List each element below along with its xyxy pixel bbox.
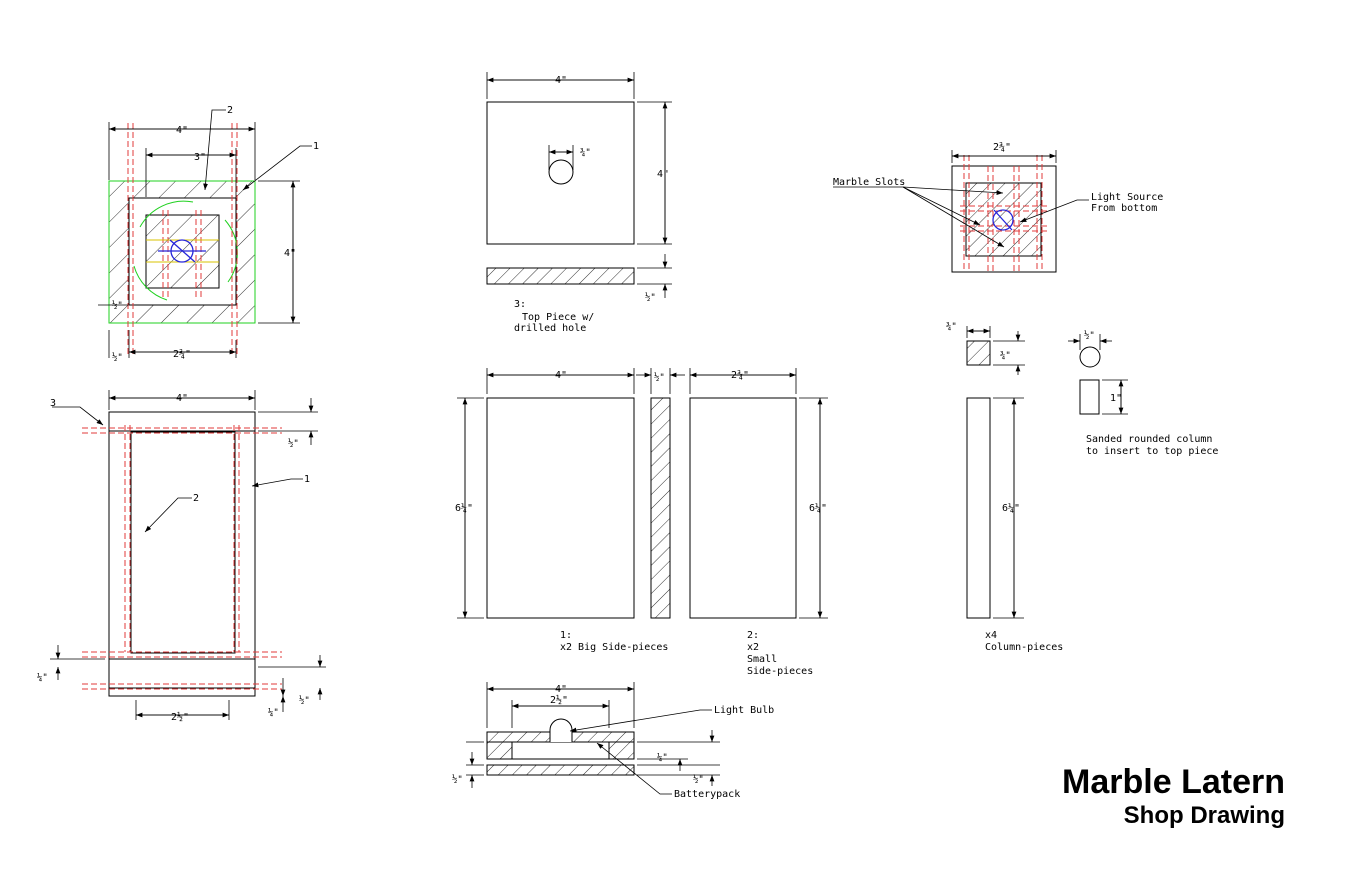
base-section (466, 682, 720, 795)
dim-toppiece-depth: 4" (657, 169, 669, 180)
dim-front-base-width: 2½" (171, 711, 189, 723)
callout-front-1: 1 (304, 474, 310, 485)
top-piece-label-line2: drilled hole (514, 323, 586, 334)
small-side-label-line1: x2 (747, 642, 759, 653)
dim-toppiece-hole: ¾" (580, 148, 591, 158)
dim-top-depth: 4" (284, 248, 296, 259)
side-pieces (457, 368, 828, 619)
column-pieces (966, 326, 1025, 619)
column-label-line2: Column-pieces (985, 642, 1063, 653)
dim-base-left: ½" (452, 774, 463, 785)
dim-top-bottom-offset: ½" (112, 352, 123, 363)
dim-toppiece-thickness: ½" (645, 292, 656, 303)
top-piece-label-line1: Top Piece w/ (522, 312, 594, 323)
front-elevation (50, 390, 326, 720)
batterypack-label: Batterypack (674, 789, 740, 800)
dim-base-right: ½" (693, 774, 704, 785)
dim-column-width: ¾" (946, 322, 957, 332)
callout-top-2: 2 (227, 105, 233, 116)
column-label-line1: x4 (985, 630, 997, 641)
top-piece (486, 72, 672, 298)
dim-column-height: 6¼" (1002, 502, 1020, 514)
dim-front-base: ½" (299, 695, 310, 706)
dim-front-slot-right: ¼" (268, 708, 279, 718)
dim-base-width: 4" (555, 684, 567, 695)
dim-base-inner: 2½" (550, 694, 568, 706)
dim-slots-width: 2¾" (993, 141, 1011, 153)
dim-base-spacer: ¼" (657, 753, 668, 763)
sanded-label-line1: Sanded rounded column (1086, 434, 1212, 445)
dim-front-width: 4" (176, 393, 188, 404)
dim-top-width: 4" (176, 125, 188, 136)
dim-top-column-gap: 2¾" (173, 348, 191, 360)
dim-smallside-height: 6¼" (809, 502, 827, 514)
callout-front-2: 2 (193, 493, 199, 504)
big-side-label: x2 Big Side-pieces (560, 642, 668, 653)
callout-front-3: 3 (50, 398, 56, 409)
big-side-number: 1: (560, 630, 572, 641)
dim-front-top-thickness: ½" (288, 438, 299, 449)
light-source-label-line2: From bottom (1091, 203, 1157, 214)
dim-column-depth: ¾" (1000, 351, 1011, 361)
dim-bigside-height: 6¼" (455, 502, 473, 514)
callout-top-1: 1 (313, 141, 319, 152)
small-side-number: 2: (747, 630, 759, 641)
dim-front-slot-left: ¼" (37, 673, 48, 683)
rounded-column (1068, 334, 1128, 415)
top-piece-number: 3: (514, 299, 526, 310)
dim-bigside-width: 4" (555, 370, 567, 381)
title-block: Marble Latern Shop Drawing (1062, 762, 1285, 830)
dim-side-thickness: ½" (654, 372, 665, 383)
dim-rounded-diameter: ½" (1084, 330, 1095, 341)
small-side-label-line3: Side-pieces (747, 666, 813, 677)
marble-slots-label: Marble Slots (833, 177, 905, 188)
light-source-label-line1: Light Source (1091, 192, 1163, 203)
marble-slots-view (833, 150, 1089, 273)
sanded-label-line2: to insert to top piece (1086, 446, 1218, 457)
small-side-label-line2: Small (747, 654, 777, 665)
top-view-assembly (98, 109, 312, 358)
light-bulb-label: Light Bulb (714, 705, 774, 716)
dim-top-inner: 3" (194, 152, 206, 163)
drawing-title: Marble Latern (1062, 763, 1285, 801)
dim-smallside-width: 2¾" (731, 369, 749, 381)
dim-toppiece-width: 4" (555, 75, 567, 86)
dim-rounded-height: 1" (1110, 393, 1122, 404)
drawing-subtitle: Shop Drawing (1123, 802, 1285, 829)
dim-top-offset: ½" (112, 300, 123, 311)
